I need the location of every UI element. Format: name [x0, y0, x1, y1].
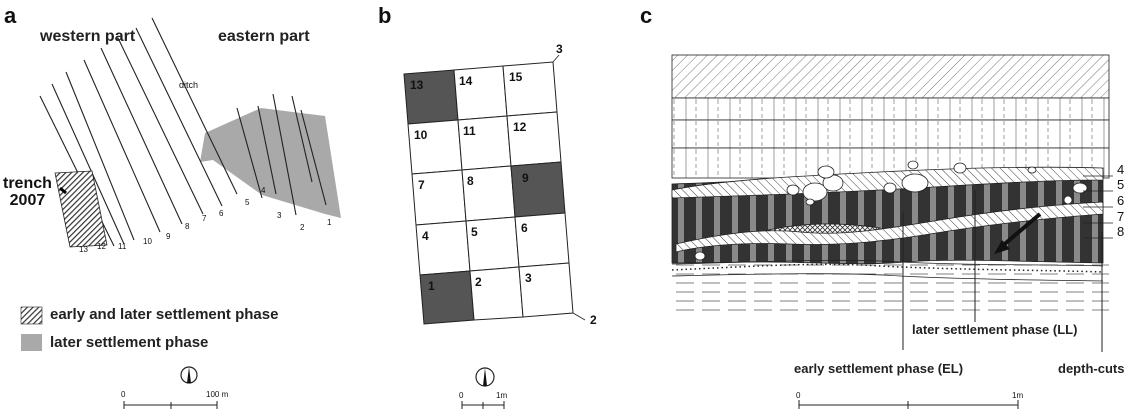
- line-number: 10: [143, 237, 152, 246]
- scale-a-end: 100 m: [206, 390, 229, 399]
- legend-swatch-grey: [21, 334, 42, 351]
- line-number: 13: [79, 245, 88, 254]
- scale-b-start: 0: [459, 391, 464, 400]
- later-phase-label: later settlement phase (LL): [912, 322, 1078, 337]
- trench-label-line1: trench: [3, 175, 52, 192]
- layer-number: 8: [1117, 224, 1125, 239]
- layer-number: 6: [1117, 193, 1125, 208]
- cell-9: [510, 161, 566, 218]
- cell-label: 5: [471, 225, 478, 239]
- line-number: 9: [166, 232, 171, 241]
- line-number: 8: [185, 222, 190, 231]
- profile-c: [671, 54, 1113, 352]
- legend-label-grey: later settlement phase: [50, 334, 209, 351]
- line-number: 7: [202, 214, 207, 223]
- depth-cuts-label: depth-cuts: [1058, 361, 1125, 376]
- north-arrow-b: [475, 367, 495, 387]
- cell-label: 14: [459, 74, 473, 88]
- line-number: 2: [300, 223, 305, 232]
- line-number: 3: [277, 211, 282, 220]
- cell-label: 8: [467, 174, 474, 188]
- cell-label: 11: [463, 124, 476, 138]
- line-number: 12: [97, 242, 106, 251]
- scale-bar-c: [798, 400, 1019, 409]
- cell-label: 15: [509, 70, 523, 84]
- scale-bar-b: [461, 401, 505, 409]
- legend-label-hatched: early and later settlement phase: [50, 306, 279, 323]
- scale-bar-a: [123, 401, 218, 409]
- panel-b-letter: b: [378, 3, 392, 28]
- cell-label: 6: [521, 221, 528, 235]
- cell-label: 10: [414, 128, 428, 142]
- line-number: 4: [261, 186, 266, 195]
- layer-6-lens: [675, 201, 1104, 253]
- grid-b: [403, 61, 574, 325]
- line-number: 6: [219, 209, 224, 218]
- layer-number: 4: [1117, 162, 1125, 177]
- scale-b-end: 1m: [496, 391, 508, 400]
- trench-label: trench 2007: [3, 175, 52, 209]
- layer-4-lens: [671, 166, 1104, 199]
- line-number: 1: [327, 218, 332, 227]
- scale-c-end: 1m: [1012, 391, 1024, 400]
- cell-label: 7: [418, 178, 425, 192]
- eastern-part-label: eastern part: [218, 28, 310, 45]
- trench-2007-area: [54, 170, 108, 248]
- scale-c-start: 0: [796, 391, 801, 400]
- layer-number: 5: [1117, 177, 1125, 192]
- cell-label: 4: [422, 229, 429, 243]
- north-arrow-a: [180, 366, 198, 384]
- panel-a-letter: a: [4, 3, 17, 28]
- scale-a-start: 0: [121, 390, 126, 399]
- layer-number: 7: [1117, 209, 1125, 224]
- ditch-label: ditch: [179, 80, 199, 90]
- western-part-label: western part: [40, 28, 136, 45]
- cell-label: 1: [428, 279, 435, 293]
- legend-swatch-hatched: [20, 306, 43, 325]
- cell-label: 2: [475, 275, 482, 289]
- line-number: 11: [118, 242, 127, 251]
- cell-label: 9: [522, 171, 529, 185]
- corner-top-label: 3: [556, 42, 563, 56]
- later-phase-area: [200, 108, 341, 218]
- early-phase-label: early settlement phase (EL): [794, 361, 964, 376]
- corner-bottom-label: 2: [590, 313, 597, 327]
- line-number: 5: [245, 198, 250, 207]
- trench-label-line2: 2007: [9, 192, 46, 209]
- survey-lines: [39, 17, 327, 247]
- cell-label: 3: [525, 271, 532, 285]
- cell-label: 13: [410, 78, 424, 92]
- panel-c-letter: c: [640, 3, 653, 28]
- cell-label: 12: [513, 120, 527, 134]
